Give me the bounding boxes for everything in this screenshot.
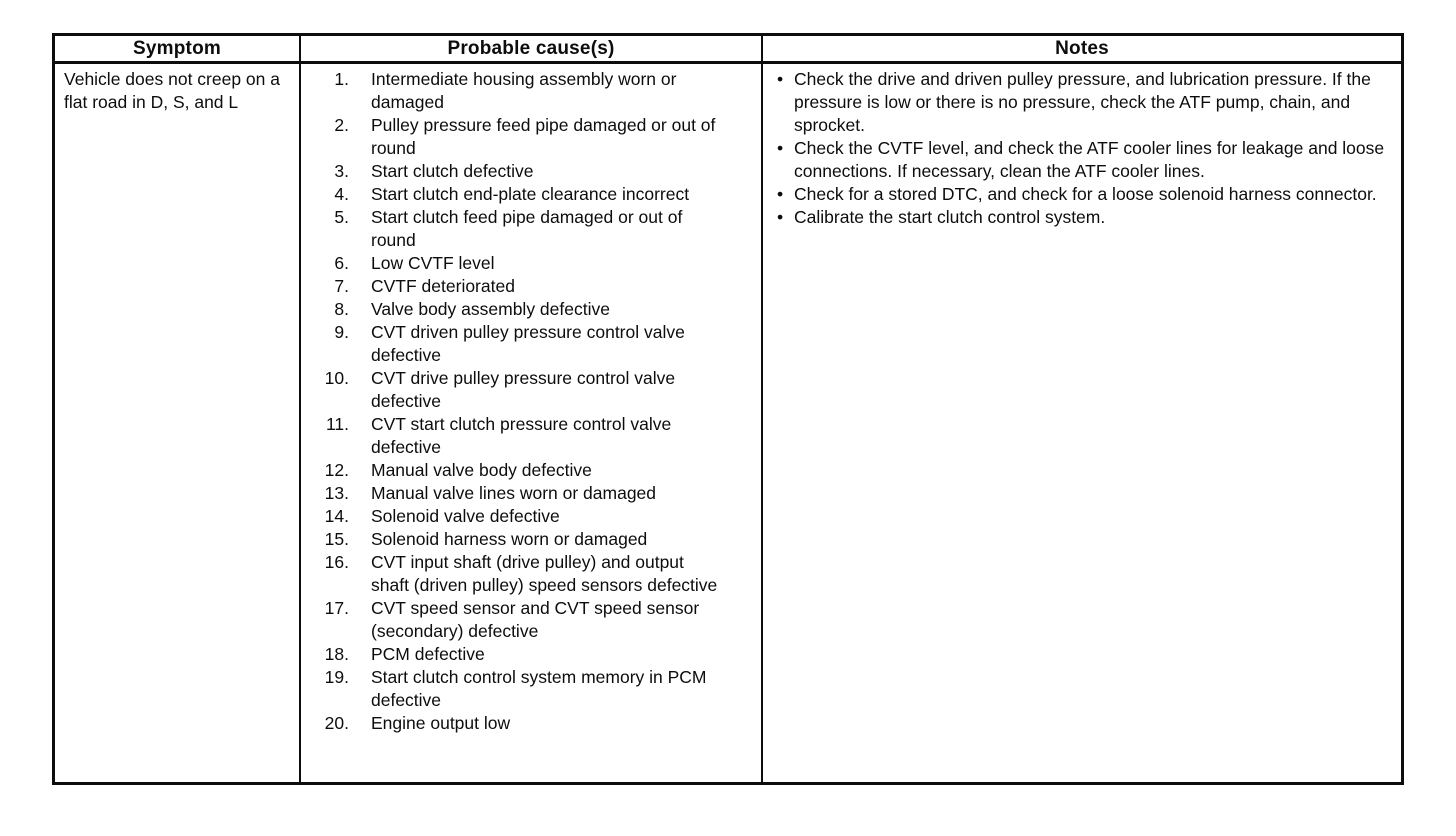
cause-text: CVT start clutch pressure control valve … [371, 414, 672, 457]
cause-item: 19. Start clutch control system memory i… [301, 666, 761, 712]
note-text: Check for a stored DTC, and check for a … [794, 184, 1377, 204]
cause-number: 15. [324, 529, 349, 549]
cause-text: Pulley pressure feed pipe damaged or out… [371, 115, 716, 158]
cause-text: CVT driven pulley pressure control valve… [371, 322, 685, 365]
cause-number: 18. [324, 644, 349, 664]
cause-item: 7. CVTF deteriorated [301, 275, 761, 298]
note-item: • Calibrate the start clutch control sys… [777, 206, 1393, 229]
note-text: Check the CVTF level, and check the ATF … [794, 138, 1385, 181]
cause-item: 20. Engine output low [301, 712, 761, 735]
cause-text: Low CVTF level [371, 253, 495, 273]
cause-text: Manual valve lines worn or damaged [371, 483, 657, 503]
probable-causes-cell: 1. Intermediate housing assembly worn or… [301, 64, 763, 782]
bullet-icon: • [777, 138, 784, 158]
probable-causes-list: 1. Intermediate housing assembly worn or… [301, 68, 761, 735]
notes-cell: • Check the drive and driven pulley pres… [763, 64, 1401, 782]
cause-text: Start clutch control system memory in PC… [371, 667, 707, 710]
cause-text: Valve body assembly defective [371, 299, 610, 319]
cause-number: 7. [334, 276, 349, 296]
cause-text: Solenoid harness worn or damaged [371, 529, 648, 549]
bullet-icon: • [777, 69, 784, 89]
cause-item: 9. CVT driven pulley pressure control va… [301, 321, 761, 367]
cause-number: 12. [324, 460, 349, 480]
cause-number: 5. [334, 207, 349, 227]
column-header-symptom: Symptom [55, 36, 301, 64]
notes-list: • Check the drive and driven pulley pres… [763, 68, 1401, 229]
cause-text: Intermediate housing assembly worn or da… [371, 69, 677, 112]
column-header-probable-causes: Probable cause(s) [301, 36, 763, 64]
symptom-cell: Vehicle does not creep on a flat road in… [55, 64, 301, 782]
cause-item: 3. Start clutch defective [301, 160, 761, 183]
cause-item: 1. Intermediate housing assembly worn or… [301, 68, 761, 114]
cause-number: 6. [334, 253, 349, 273]
cause-item: 4. Start clutch end-plate clearance inco… [301, 183, 761, 206]
cause-text: Start clutch feed pipe damaged or out of… [371, 207, 683, 250]
cause-number: 20. [324, 713, 349, 733]
cause-item: 17. CVT speed sensor and CVT speed senso… [301, 597, 761, 643]
cause-item: 6. Low CVTF level [301, 252, 761, 275]
bullet-icon: • [777, 184, 784, 204]
cause-number: 9. [334, 322, 349, 342]
cause-number: 13. [324, 483, 349, 503]
note-text: Check the drive and driven pulley pressu… [794, 69, 1371, 135]
cause-item: 5. Start clutch feed pipe damaged or out… [301, 206, 761, 252]
cause-item: 13. Manual valve lines worn or damaged [301, 482, 761, 505]
cause-item: 10. CVT drive pulley pressure control va… [301, 367, 761, 413]
symptom-troubleshooting-table: Symptom Probable cause(s) Notes Vehicle … [52, 33, 1404, 785]
cause-text: CVT speed sensor and CVT speed sensor (s… [371, 598, 700, 641]
note-item: • Check the drive and driven pulley pres… [777, 68, 1393, 137]
cause-item: 14. Solenoid valve defective [301, 505, 761, 528]
cause-text: CVT drive pulley pressure control valve … [371, 368, 676, 411]
cause-number: 4. [334, 184, 349, 204]
cause-text: PCM defective [371, 644, 485, 664]
cause-number: 1. [334, 69, 349, 89]
cause-number: 14. [324, 506, 349, 526]
cause-text: Start clutch defective [371, 161, 534, 181]
cause-number: 16. [324, 552, 349, 572]
cause-number: 3. [334, 161, 349, 181]
cause-number: 2. [334, 115, 349, 135]
cause-text: Manual valve body defective [371, 460, 592, 480]
cause-item: 16. CVT input shaft (drive pulley) and o… [301, 551, 761, 597]
cause-item: 12. Manual valve body defective [301, 459, 761, 482]
cause-item: 2. Pulley pressure feed pipe damaged or … [301, 114, 761, 160]
cause-item: 15. Solenoid harness worn or damaged [301, 528, 761, 551]
cause-text: Engine output low [371, 713, 511, 733]
cause-item: 18. PCM defective [301, 643, 761, 666]
cause-text: CVT input shaft (drive pulley) and outpu… [371, 552, 718, 595]
cause-text: Start clutch end-plate clearance incorre… [371, 184, 690, 204]
note-text: Calibrate the start clutch control syste… [794, 207, 1106, 227]
bullet-icon: • [777, 207, 784, 227]
cause-item: 11. CVT start clutch pressure control va… [301, 413, 761, 459]
cause-text: CVTF deteriorated [371, 276, 515, 296]
cause-item: 8. Valve body assembly defective [301, 298, 761, 321]
symptom-text: Vehicle does not creep on a flat road in… [64, 69, 280, 112]
cause-number: 10. [324, 368, 349, 388]
cause-text: Solenoid valve defective [371, 506, 560, 526]
column-header-notes: Notes [763, 36, 1401, 64]
cause-number: 17. [324, 598, 349, 618]
note-item: • Check for a stored DTC, and check for … [777, 183, 1393, 206]
cause-number: 11. [325, 414, 349, 434]
note-item: • Check the CVTF level, and check the AT… [777, 137, 1393, 183]
cause-number: 8. [334, 299, 349, 319]
cause-number: 19. [324, 667, 349, 687]
